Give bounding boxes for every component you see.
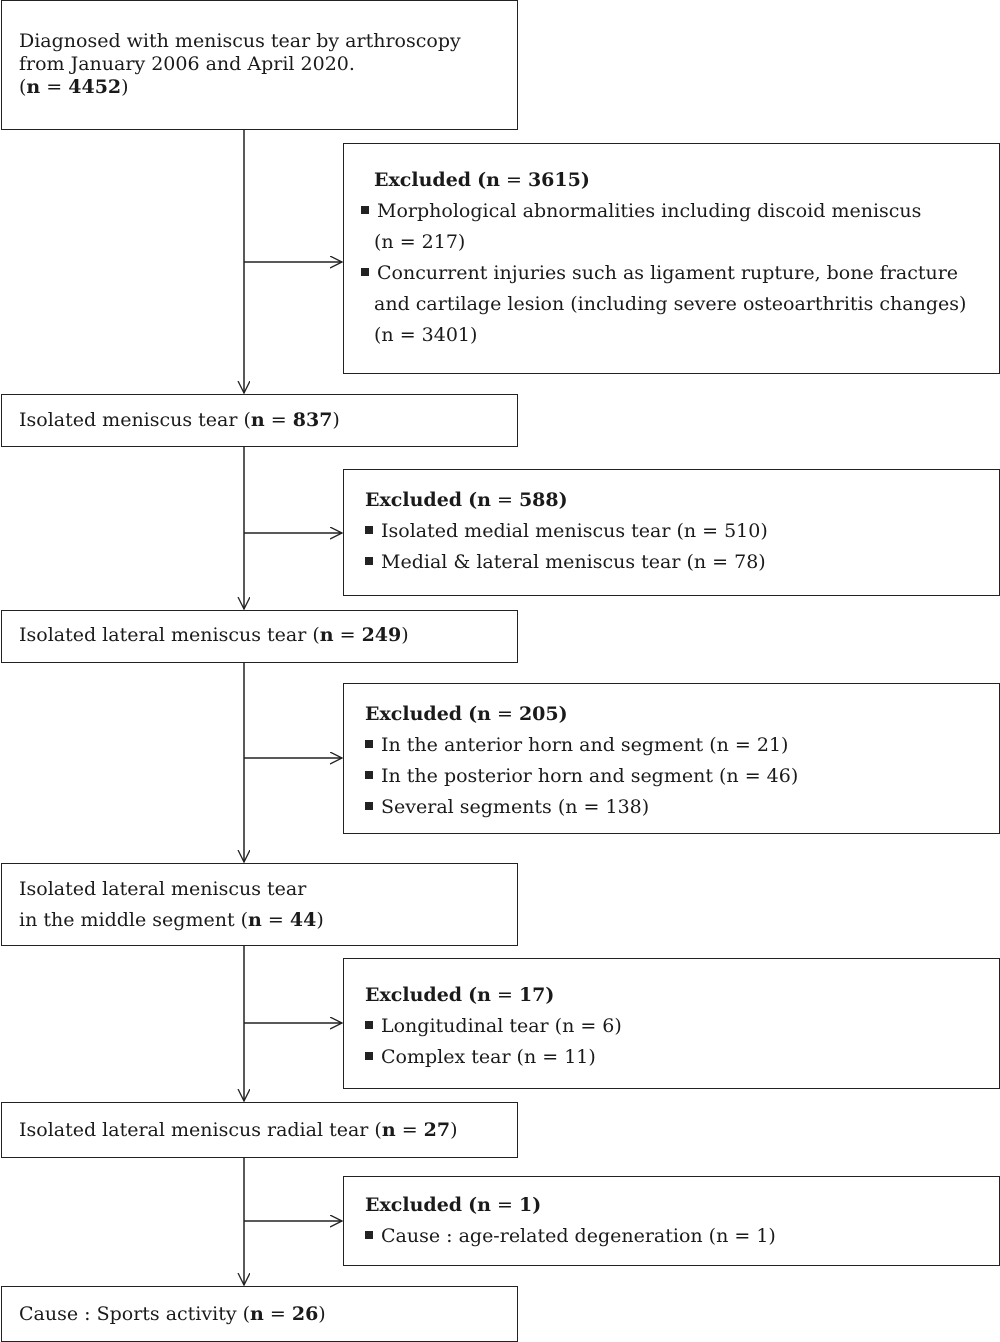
bullet-icon <box>365 1052 373 1060</box>
exclusion-5-item: Cause : age-related degeneration (n = 1) <box>365 1221 999 1252</box>
exclusion-1-item-cont: and cartilage lesion (including severe o… <box>374 293 967 315</box>
bullet-icon <box>365 526 373 534</box>
bullet-icon <box>361 206 369 214</box>
exclusion-3-item: In the anterior horn and segment (n = 21… <box>365 730 999 761</box>
bullet-icon <box>365 1231 373 1239</box>
exclusion-box-4: Excluded (n = 17) Longitudinal tear (n =… <box>343 958 1000 1089</box>
box-sports-activity: Cause : Sports activity (n = 26) <box>1 1286 518 1342</box>
exclusion-2-item: Isolated medial meniscus tear (n = 510) <box>365 516 999 547</box>
bullet-icon <box>365 740 373 748</box>
bullet-icon <box>365 771 373 779</box>
exclusion-3-item: In the posterior horn and segment (n = 4… <box>365 761 999 792</box>
exclusion-4-item: Longitudinal tear (n = 6) <box>365 1011 999 1042</box>
exclusion-1-item-cont: (n = 3401) <box>374 324 478 346</box>
box-diagnosed-count: (n = 4452) <box>19 76 129 98</box>
box-diagnosed: Diagnosed with meniscus tear by arthrosc… <box>1 0 518 130</box>
exclusion-1-heading: Excluded (n = 3615) <box>374 169 590 191</box>
exclusion-2-heading: Excluded (n = 588) <box>365 489 568 511</box>
box-diagnosed-line2: from January 2006 and April 2020. <box>19 53 355 75</box>
exclusion-4-item: Complex tear (n = 11) <box>365 1042 999 1073</box>
exclusion-2-item: Medial & lateral meniscus tear (n = 78) <box>365 547 999 578</box>
box-middle-segment: Isolated lateral meniscus tear in the mi… <box>1 863 518 946</box>
exclusion-1-item: Concurrent injuries such as ligament rup… <box>361 258 999 289</box>
exclusion-1-item: Morphological abnormalities including di… <box>361 196 999 227</box>
exclusion-5-heading: Excluded (n = 1) <box>365 1194 542 1216</box>
bullet-icon <box>365 557 373 565</box>
bullet-icon <box>365 1021 373 1029</box>
exclusion-box-2: Excluded (n = 588) Isolated medial menis… <box>343 469 1000 596</box>
box-isolated-meniscus: Isolated meniscus tear (n = 837) <box>1 394 518 447</box>
exclusion-1-item-cont: (n = 217) <box>374 231 466 253</box>
box-isolated-lateral: Isolated lateral meniscus tear (n = 249) <box>1 610 518 663</box>
exclusion-box-1: Excluded (n = 3615) Morphological abnorm… <box>343 143 1000 374</box>
exclusion-3-item: Several segments (n = 138) <box>365 792 999 823</box>
bullet-icon <box>361 268 369 276</box>
exclusion-4-heading: Excluded (n = 17) <box>365 984 555 1006</box>
exclusion-3-heading: Excluded (n = 205) <box>365 703 568 725</box>
box-radial-tear: Isolated lateral meniscus radial tear (n… <box>1 1102 518 1158</box>
exclusion-box-3: Excluded (n = 205) In the anterior horn … <box>343 683 1000 834</box>
exclusion-box-5: Excluded (n = 1) Cause : age-related deg… <box>343 1176 1000 1266</box>
bullet-icon <box>365 802 373 810</box>
box-diagnosed-line1: Diagnosed with meniscus tear by arthrosc… <box>19 30 461 52</box>
